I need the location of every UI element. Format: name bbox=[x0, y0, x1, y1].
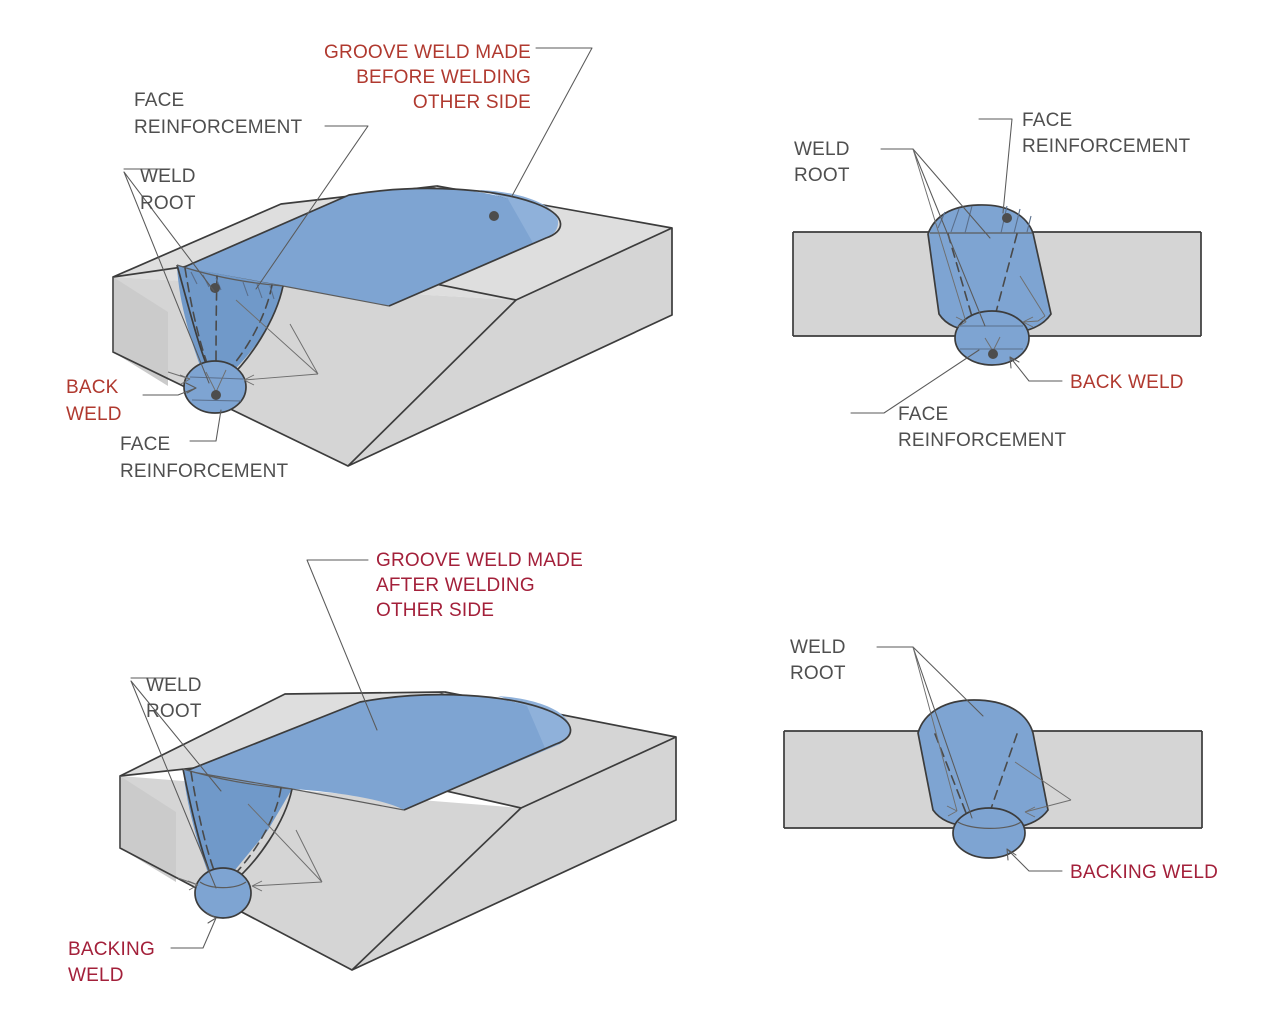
label-face-reinforcement-tl-top-line1: FACE bbox=[134, 90, 184, 111]
label-groove-weld-tl-line3: OTHER SIDE bbox=[413, 92, 531, 113]
label-weld-root-bl-line2: ROOT bbox=[146, 701, 202, 722]
back-weld-root-dot-tl bbox=[211, 390, 221, 400]
label-weld-root-br-line2: ROOT bbox=[790, 663, 846, 684]
backing-weld-nugget-bl bbox=[194, 867, 252, 919]
groove-weld-bead-bl bbox=[185, 693, 572, 811]
label-back-weld-tl-line1: BACK bbox=[66, 377, 119, 398]
back-weld-nugget-tl bbox=[183, 360, 247, 414]
leaders-top-right bbox=[850, 118, 1063, 414]
weld-root-dot-tl-near bbox=[210, 283, 220, 293]
groove-weld-bead-br bbox=[917, 699, 1049, 829]
label-weld-root-br-line1: WELD bbox=[790, 637, 846, 658]
weld-root-dot-tr-crown bbox=[1002, 213, 1012, 223]
label-groove-weld-bl-line3: OTHER SIDE bbox=[376, 600, 494, 621]
label-backing-weld-bl-line1: BACKING bbox=[68, 939, 155, 960]
label-face-reinforcement-tr-top-line2: REINFORCEMENT bbox=[1022, 136, 1191, 157]
label-back-weld-tr: BACK WELD bbox=[1070, 372, 1184, 393]
panel-bottom-left: GROOVE WELD MADE AFTER WELDING OTHER SID… bbox=[68, 550, 677, 986]
label-face-reinforcement-tr-bottom-line1: FACE bbox=[898, 404, 948, 425]
label-backing-weld-br: BACKING WELD bbox=[1070, 862, 1218, 883]
leaders-top-left bbox=[123, 47, 593, 442]
labels-top-right: WELD ROOT FACE REINFORCEMENT BACK WELD F… bbox=[794, 110, 1191, 451]
labels-top-left: GROOVE WELD MADE BEFORE WELDING OTHER SI… bbox=[66, 42, 531, 482]
groove-weld-bead-tl bbox=[181, 187, 562, 307]
backing-weld-nugget-br bbox=[952, 807, 1026, 859]
labels-bottom-left: GROOVE WELD MADE AFTER WELDING OTHER SID… bbox=[68, 550, 583, 986]
label-weld-root-tl-line1: WELD bbox=[140, 166, 196, 187]
label-weld-root-tr-line1: WELD bbox=[794, 139, 850, 160]
label-face-reinforcement-tr-top-line1: FACE bbox=[1022, 110, 1072, 131]
label-face-reinforcement-tr-bottom-line2: REINFORCEMENT bbox=[898, 430, 1067, 451]
label-backing-weld-bl-line2: WELD bbox=[68, 965, 124, 986]
label-groove-weld-bl-line2: AFTER WELDING bbox=[376, 575, 535, 596]
label-face-reinforcement-tl-top-line2: REINFORCEMENT bbox=[134, 117, 303, 138]
weld-root-dot-tl-far bbox=[489, 211, 499, 221]
panel-bottom-right: WELD ROOT BACKING WELD bbox=[783, 637, 1218, 883]
label-face-reinforcement-tl-bottom-line1: FACE bbox=[120, 434, 170, 455]
label-weld-root-tr-line2: ROOT bbox=[794, 165, 850, 186]
label-back-weld-tl-line2: WELD bbox=[66, 404, 122, 425]
label-face-reinforcement-tl-bottom-line2: REINFORCEMENT bbox=[120, 461, 289, 482]
label-groove-weld-bl-line1: GROOVE WELD MADE bbox=[376, 550, 583, 571]
back-weld-root-dot-tr bbox=[988, 349, 998, 359]
label-groove-weld-tl-line2: BEFORE WELDING bbox=[356, 67, 531, 88]
labels-bottom-right: WELD ROOT BACKING WELD bbox=[790, 637, 1218, 883]
label-weld-root-bl-line1: WELD bbox=[146, 675, 202, 696]
back-weld-nugget-tr bbox=[954, 310, 1030, 366]
leaders-bottom-left bbox=[130, 559, 378, 949]
label-weld-root-tl-line2: ROOT bbox=[140, 193, 196, 214]
panel-top-right: WELD ROOT FACE REINFORCEMENT BACK WELD F… bbox=[792, 110, 1202, 451]
label-groove-weld-tl-line1: GROOVE WELD MADE bbox=[324, 42, 531, 63]
leaders-bottom-right bbox=[876, 646, 1072, 872]
panel-top-left: GROOVE WELD MADE BEFORE WELDING OTHER SI… bbox=[66, 42, 673, 482]
